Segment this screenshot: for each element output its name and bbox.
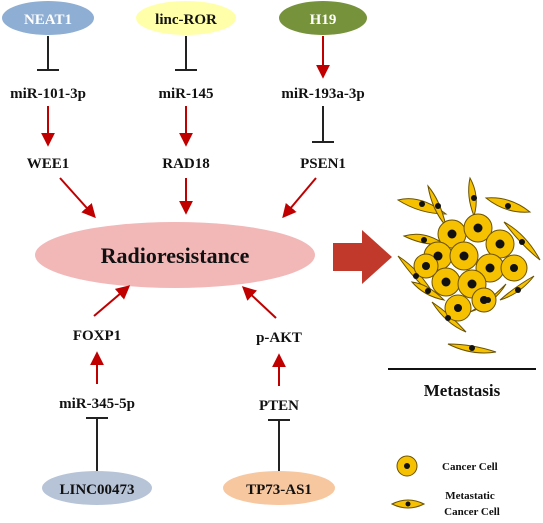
radioresistance-node [35, 222, 315, 288]
linc00473-label: LINC00473 [59, 482, 134, 498]
legend-metastatic-label-line1: Metastatic [445, 490, 495, 502]
foxp1-to-radioresistance-arrow [93, 285, 131, 317]
linc-ror-node [136, 1, 236, 35]
foxp1-label: FOXP1 [73, 328, 121, 344]
mir-345-5p-label: miR-345-5p [59, 396, 135, 412]
pten-label: PTEN [259, 398, 299, 414]
tp73-as1-label: TP73-AS1 [246, 482, 312, 498]
tp73-as1-node [223, 471, 335, 505]
leads-to-metastasis-arrow [333, 230, 392, 284]
pakt-to-radioresistance-arrow [241, 286, 277, 319]
neat1-node [2, 1, 94, 35]
legend-cancer-cell-label: Cancer Cell [442, 461, 498, 473]
radioresistance-label: Radioresistance [101, 243, 250, 268]
neat1-label: NEAT1 [24, 12, 72, 28]
linc00473-inhibits-mir345 [86, 417, 108, 472]
psen1-label: PSEN1 [300, 156, 346, 172]
neat1-inhibits-mir101 [37, 36, 59, 71]
rad18-label: RAD18 [162, 156, 210, 172]
p-akt-label: p-AKT [256, 330, 302, 346]
lincror-inhibits-mir145 [175, 36, 197, 71]
h19-label: H19 [310, 12, 337, 28]
legend-metastatic-label-line2: Cancer Cell [444, 506, 500, 518]
mir-101-3p-label: miR-101-3p [10, 86, 86, 102]
wee1-label: WEE1 [27, 156, 70, 172]
psen1-to-radioresistance-arrow [282, 177, 317, 219]
tp73as1-inhibits-pten [268, 419, 290, 472]
metastasis-cell-cluster [396, 176, 541, 354]
linc00473-node [42, 471, 152, 505]
metastasis-label: Metastasis [424, 381, 501, 400]
wee1-to-radioresistance-arrow [59, 177, 96, 219]
legend: Cancer Cell Metastatic Cancer Cell [390, 455, 500, 518]
mir-145-label: miR-145 [159, 86, 214, 102]
linc-ror-label: linc-ROR [155, 12, 217, 28]
h19-node [279, 1, 367, 35]
mir-193a-3p-label: miR-193a-3p [281, 86, 364, 102]
mir193a-inhibits-psen1 [312, 106, 334, 143]
